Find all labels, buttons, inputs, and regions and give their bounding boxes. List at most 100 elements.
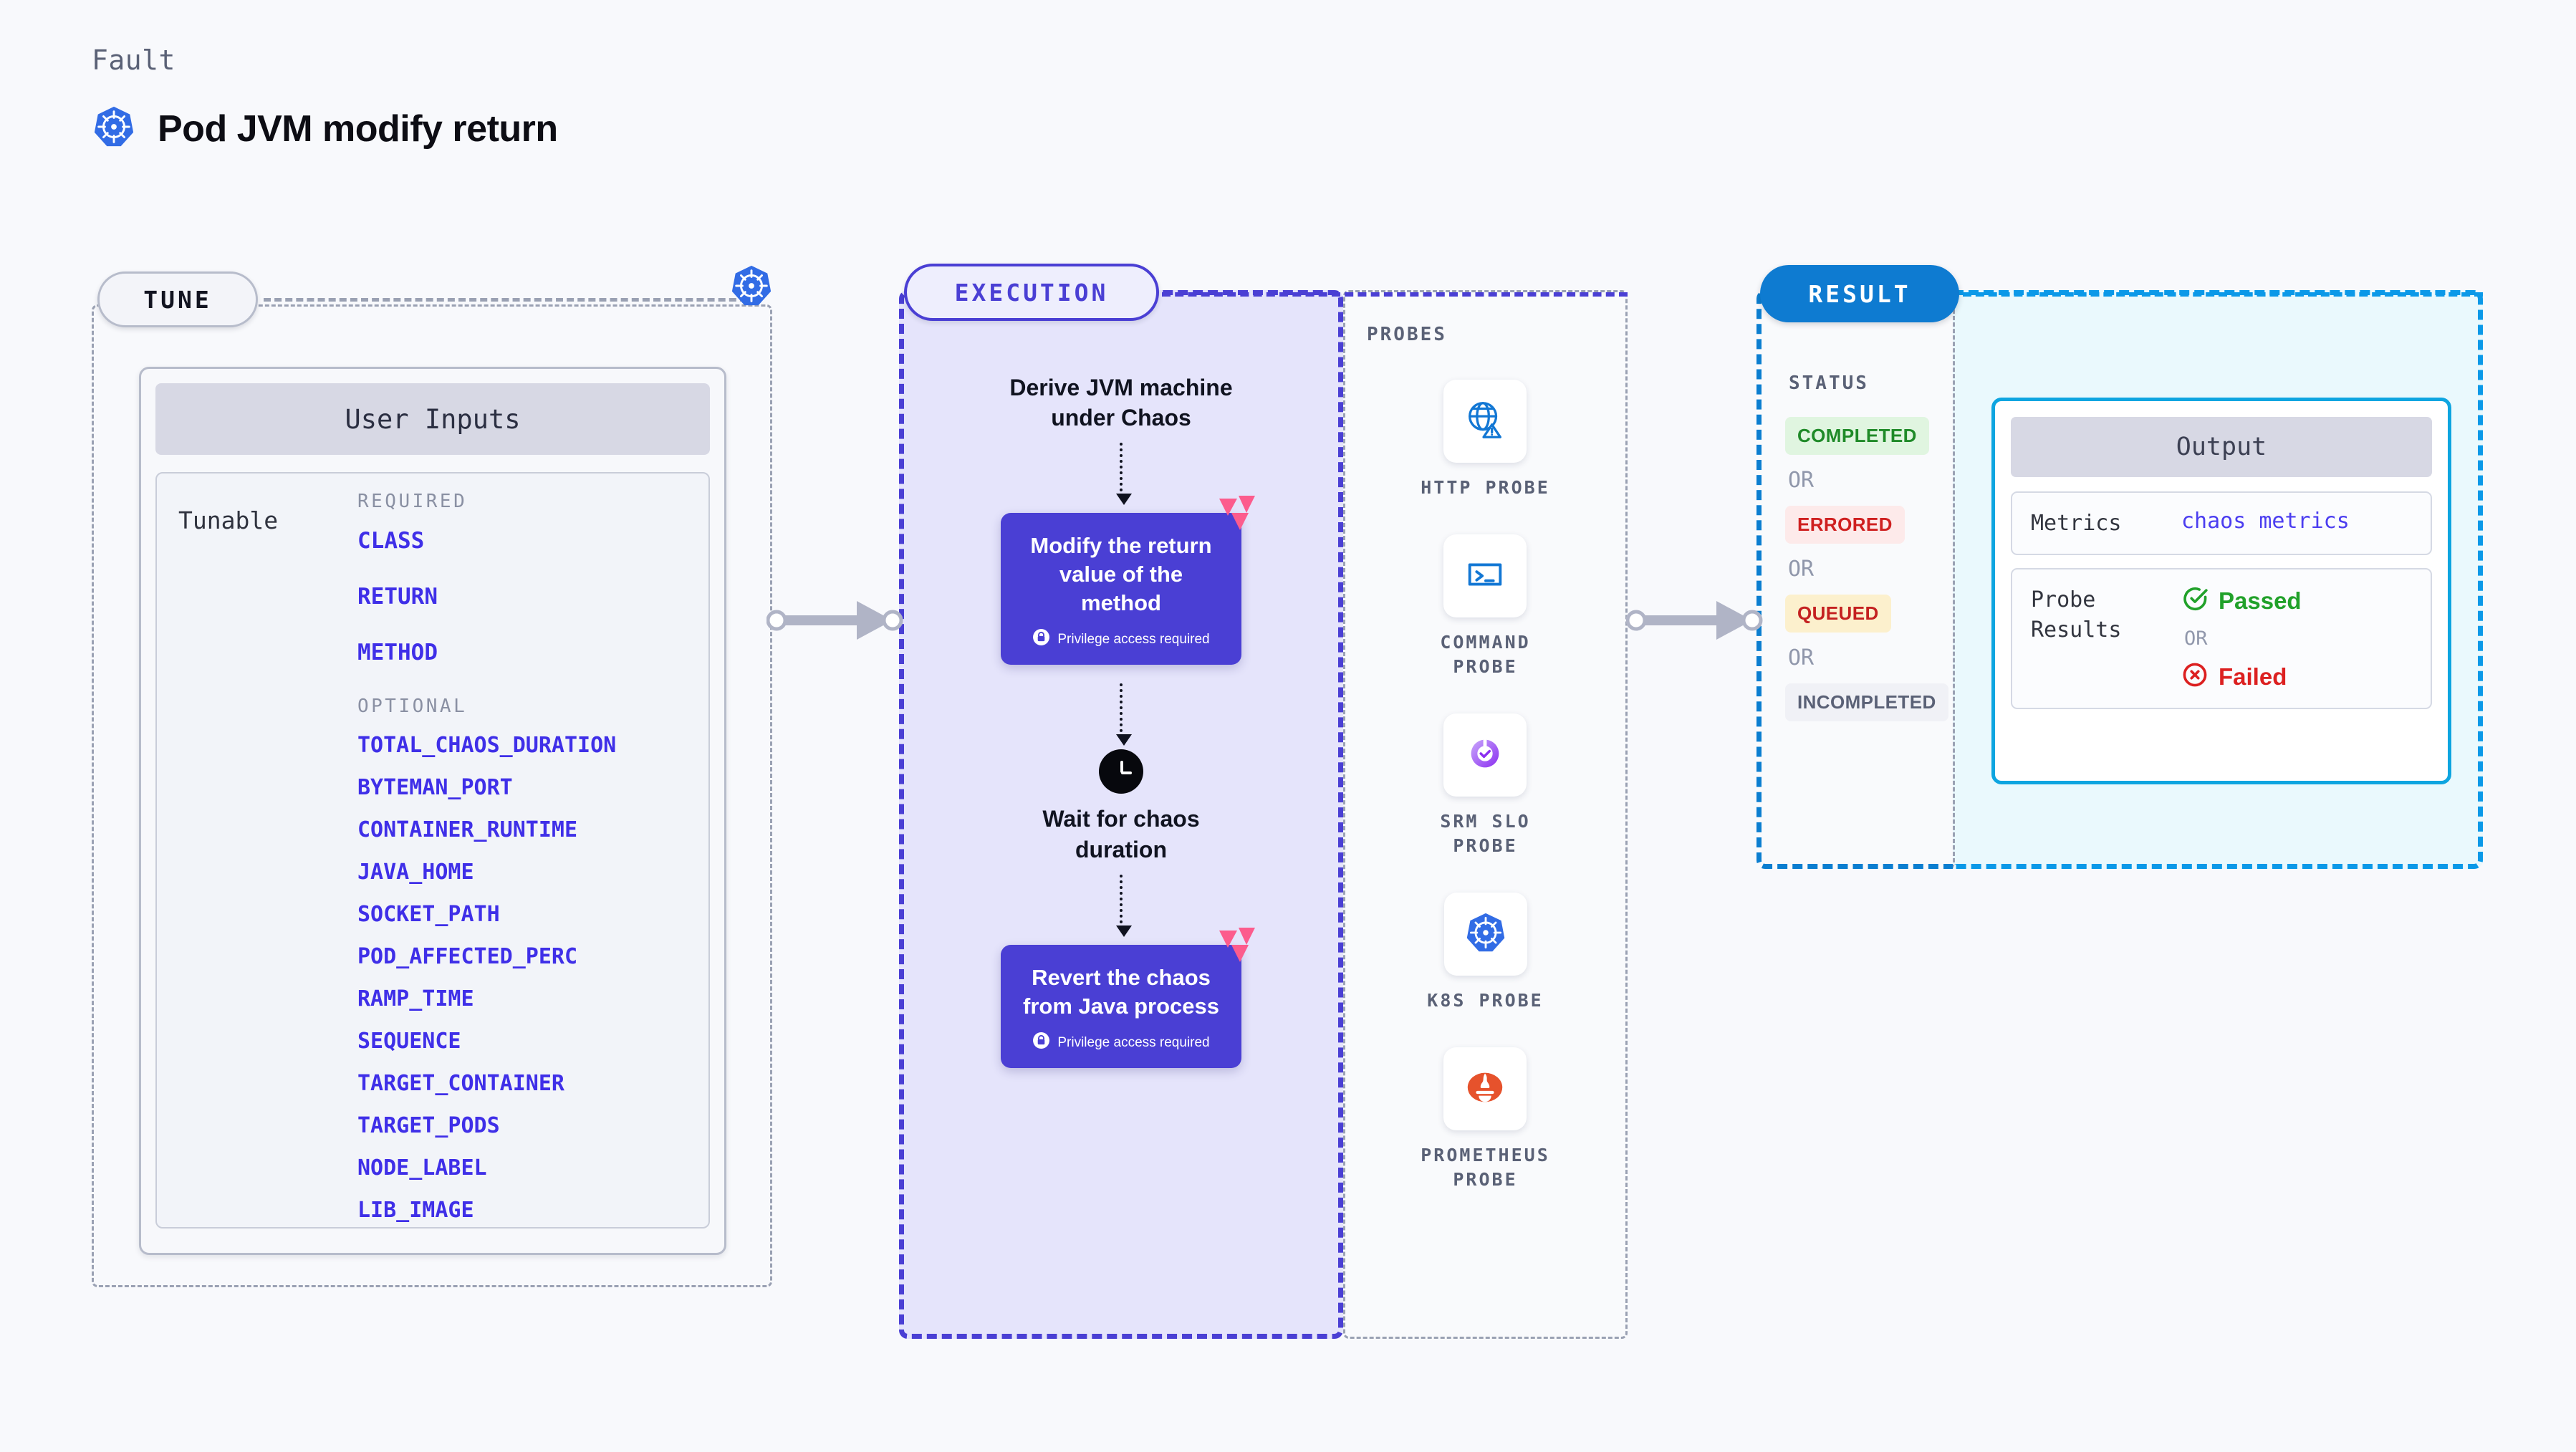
exec-node-revert-chaos[interactable]: Revert the chaos from Java process Privi… <box>1001 927 1255 1069</box>
param-optional-pod-affected-perc[interactable]: POD_AFFECTED_PERC <box>357 944 578 969</box>
probe-srm-slo-label: SRM SLO PROBE <box>1440 811 1531 856</box>
status-badge-errored: ERRORED <box>1785 506 1905 544</box>
probe-command[interactable]: COMMAND PROBE <box>1440 534 1530 679</box>
connector-probes-to-result <box>1625 597 1773 648</box>
exec-node-modify-return-note: Privilege access required <box>1057 631 1210 647</box>
user-inputs-title: User Inputs <box>155 383 710 455</box>
result-dash-line <box>1963 292 2483 297</box>
probe-result-passed: Passed <box>2181 585 2302 616</box>
output-probe-results-key: Probe Results <box>2031 587 2122 643</box>
probe-tile <box>1443 893 1527 976</box>
probe-tile <box>1443 380 1527 463</box>
flow-arrow-3 <box>1116 874 1132 937</box>
output-card: Output Metrics chaos metrics Probe Resul… <box>1991 398 2451 784</box>
output-probe-results-values: Passed OR Failed <box>2181 585 2302 692</box>
param-optional-node-label[interactable]: NODE_LABEL <box>357 1155 487 1181</box>
output-title: Output <box>2011 417 2432 477</box>
tunable-label: Tunable <box>178 506 279 534</box>
tune-panel <box>92 304 772 1287</box>
param-optional-lib-image[interactable]: LIB_IMAGE <box>357 1198 474 1223</box>
page-title: Pod JVM modify return <box>158 107 558 150</box>
flow-arrow-1 <box>1116 443 1132 506</box>
probe-prometheus[interactable]: PROMETHEUS PROBE <box>1421 1047 1550 1192</box>
probe-result-or: OR <box>2184 628 2208 650</box>
execution-flow: Derive JVM machine under Chaos Modify th… <box>899 372 1343 1069</box>
exec-node-revert-chaos-note-row: Privilege access required <box>1017 1032 1226 1054</box>
result-status-panel <box>1756 290 1957 869</box>
param-optional-target-container[interactable]: TARGET_CONTAINER <box>357 1071 564 1096</box>
probe-k8s[interactable]: K8S PROBE <box>1427 893 1543 1013</box>
terminal-icon <box>1463 552 1507 600</box>
probes-title: PROBES <box>1367 324 1447 345</box>
param-optional-ramp-time[interactable]: RAMP_TIME <box>357 986 474 1011</box>
tunable-box: Tunable REQUIRED CLASS RETURN METHOD OPT… <box>155 472 710 1229</box>
litmus-chaos-icon <box>1217 926 1257 967</box>
exec-node-modify-return-note-row: Privilege access required <box>1017 628 1226 650</box>
probe-http[interactable]: HTTP PROBE <box>1421 380 1550 500</box>
exec-step-derive-jvm-label: Derive JVM machine under Chaos <box>1009 375 1233 431</box>
probe-tile <box>1443 713 1527 797</box>
tunable-parameter-lists: REQUIRED CLASS RETURN METHOD OPTIONAL TO… <box>357 491 687 1223</box>
output-probe-results-row: Probe Results Passed OR <box>2011 568 2432 710</box>
connector-tune-to-execution <box>766 597 913 648</box>
probes-panel <box>1343 290 1628 1339</box>
status-title: STATUS <box>1789 372 1869 394</box>
globe-warning-icon <box>1463 398 1507 446</box>
prometheus-icon <box>1463 1065 1507 1113</box>
litmus-chaos-icon <box>1217 494 1257 535</box>
status-or-2: OR <box>1788 557 1815 582</box>
param-required-return[interactable]: RETURN <box>357 584 438 610</box>
tune-dash-line <box>264 298 758 302</box>
param-optional-java-home[interactable]: JAVA_HOME <box>357 860 474 885</box>
slo-donut-check-icon <box>1463 731 1507 779</box>
clock-icon <box>1099 749 1143 794</box>
probe-http-label: HTTP PROBE <box>1421 477 1550 498</box>
probe-result-failed: Failed <box>2181 661 2302 692</box>
flow-arrow-2 <box>1116 683 1132 746</box>
output-metrics-row: Metrics chaos metrics <box>2011 491 2432 556</box>
probe-tile <box>1443 1047 1527 1130</box>
kubernetes-icon <box>729 264 774 312</box>
exec-step-wait-label: Wait for chaos duration <box>1042 806 1200 862</box>
tune-pill[interactable]: TUNE <box>97 271 258 327</box>
page-header: Fault Pod JVM modify return <box>92 44 558 153</box>
exec-node-revert-chaos-note: Privilege access required <box>1057 1034 1210 1050</box>
param-optional-target-pods[interactable]: TARGET_PODS <box>357 1113 500 1138</box>
status-list: COMPLETED OR ERRORED OR QUEUED OR INCOMP… <box>1785 417 1948 721</box>
output-metrics-value[interactable]: chaos metrics <box>2181 509 2350 534</box>
exec-node-revert-chaos-title: Revert the chaos from Java process <box>1023 964 1219 1019</box>
exec-node-modify-return[interactable]: Modify the return value of the method Pr… <box>1001 496 1255 665</box>
param-optional-total-chaos-duration[interactable]: TOTAL_CHAOS_DURATION <box>357 733 617 758</box>
probe-srm-slo[interactable]: SRM SLO PROBE <box>1440 713 1530 858</box>
check-circle-icon <box>2181 585 2209 616</box>
output-metrics-key: Metrics <box>2031 511 2122 536</box>
status-badge-queued: QUEUED <box>1785 595 1891 633</box>
x-circle-icon <box>2181 661 2209 692</box>
param-optional-sequence[interactable]: SEQUENCE <box>357 1029 461 1054</box>
execution-dash-line <box>1162 292 1628 297</box>
probe-tile <box>1443 534 1527 617</box>
status-or-1: OR <box>1788 468 1815 493</box>
probe-prometheus-label: PROMETHEUS PROBE <box>1421 1145 1550 1190</box>
exec-node-modify-return-title: Modify the return value of the method <box>1030 533 1212 615</box>
status-badge-incompleted: INCOMPLETED <box>1785 683 1948 721</box>
probes-list: HTTP PROBE COMMAND PROBE <box>1343 380 1628 1226</box>
param-required-class[interactable]: CLASS <box>357 528 425 554</box>
kubernetes-icon <box>92 105 136 153</box>
probe-result-passed-label: Passed <box>2219 587 2302 614</box>
result-pill[interactable]: RESULT <box>1760 265 1959 322</box>
execution-pill[interactable]: EXECUTION <box>904 264 1159 321</box>
probe-k8s-label: K8S PROBE <box>1427 990 1544 1011</box>
param-optional-container-runtime[interactable]: CONTAINER_RUNTIME <box>357 817 578 842</box>
fault-kicker: Fault <box>92 44 176 76</box>
user-inputs-card: User Inputs Tunable REQUIRED CLASS RETUR… <box>139 367 726 1255</box>
status-badge-completed: COMPLETED <box>1785 417 1929 455</box>
kubernetes-icon <box>1464 911 1507 958</box>
probe-result-failed-label: Failed <box>2219 663 2287 690</box>
required-group-title: REQUIRED <box>357 491 468 512</box>
optional-group-title: OPTIONAL <box>357 696 468 717</box>
param-optional-socket-path[interactable]: SOCKET_PATH <box>357 902 500 927</box>
param-optional-byteman-port[interactable]: BYTEMAN_PORT <box>357 775 513 800</box>
param-required-method[interactable]: METHOD <box>357 640 438 665</box>
status-or-3: OR <box>1788 645 1815 670</box>
